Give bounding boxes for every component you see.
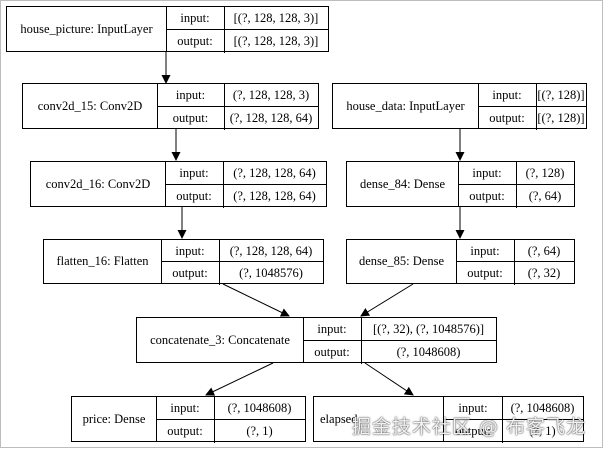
row-divider	[478, 106, 586, 107]
row-divider	[166, 29, 328, 30]
node-house-data[interactable]: house_data: InputLayer input: output: [(…	[332, 83, 587, 130]
row-divider	[161, 261, 323, 262]
node-name: dense_84: Dense	[347, 162, 459, 206]
row-divider	[444, 419, 583, 420]
output-shape: (?, 1)	[529, 424, 556, 438]
output-shape: (?, 64)	[528, 189, 562, 203]
node-price[interactable]: price: Dense input: output: (?, 1048608)…	[71, 396, 306, 443]
input-shape: (?, 64)	[527, 243, 561, 258]
input-shape: (?, 128)	[525, 166, 565, 180]
input-label: input:	[157, 84, 225, 107]
node-flatten-16[interactable]: flatten_16: Flatten input: output: (?, 1…	[43, 239, 324, 285]
edge-flatten-16-to-concatenate-3	[222, 283, 290, 317]
input-shape: (?, 128, 128, 3)	[232, 88, 310, 102]
edge-concatenate-3-to-price	[205, 362, 274, 396]
row-divider	[458, 184, 574, 185]
output-label: output:	[303, 341, 362, 364]
node-name: house_data: InputLayer	[333, 84, 479, 128]
input-shape: [(?, 128)]	[537, 88, 585, 102]
node-elapsed[interactable]: elapsed input: output: (?, 1048608) (?, …	[313, 396, 584, 443]
row-divider	[157, 106, 318, 107]
output-label: output:	[456, 262, 515, 285]
row-divider	[456, 261, 574, 262]
node-name: flatten_16: Flatten	[44, 240, 162, 283]
input-shape: (?, 1048608)	[510, 401, 575, 415]
node-name: dense_85: Dense	[347, 240, 457, 283]
output-shape: (?, 1048608)	[396, 345, 461, 359]
node-name: concatenate_3: Concatenate	[137, 318, 304, 362]
node-conv2d-16[interactable]: conv2d_16: Conv2D input: output: (?, 128…	[30, 161, 327, 208]
output-label: output:	[458, 185, 517, 208]
output-shape: (?, 128, 128, 64)	[229, 111, 313, 125]
output-shape: [(?, 128, 128, 3)]	[233, 34, 319, 48]
input-label: input:	[303, 318, 362, 341]
output-label: output:	[444, 420, 503, 443]
output-shape: (?, 128, 128, 64)	[233, 189, 316, 203]
input-shape: (?, 1048608)	[227, 401, 292, 415]
row-divider	[156, 419, 305, 420]
watermark: 掘金技术社区 @ 布客飞龙	[351, 416, 586, 438]
input-label: input:	[165, 162, 224, 185]
output-label: output:	[156, 420, 215, 443]
input-label: input:	[458, 162, 517, 185]
output-label: output:	[157, 107, 225, 130]
input-shape: (?, 128, 128, 64)	[229, 243, 313, 258]
input-shape: (?, 128, 128, 64)	[233, 166, 316, 180]
input-shape: [(?, 32), (?, 1048576)]	[372, 322, 485, 336]
output-label: output:	[161, 262, 220, 285]
output-shape: (?, 32)	[527, 266, 561, 280]
node-concatenate-3[interactable]: concatenate_3: Concatenate input: output…	[136, 317, 497, 364]
node-conv2d-15[interactable]: conv2d_15: Conv2D input: output: (?, 128…	[22, 83, 319, 130]
row-divider	[165, 184, 326, 185]
node-name: price: Dense	[72, 397, 157, 441]
output-label: output:	[478, 107, 537, 130]
edge-concatenate-3-to-elapsed	[364, 362, 414, 396]
input-label: input:	[166, 7, 225, 30]
output-shape: (?, 1)	[246, 424, 273, 438]
node-name: elapsed	[314, 397, 444, 441]
node-dense-84[interactable]: dense_84: Dense input: output: (?, 128) …	[346, 161, 575, 208]
input-label: input:	[456, 240, 515, 262]
input-label: input:	[161, 240, 220, 262]
row-divider	[303, 340, 496, 341]
node-house-picture[interactable]: house_picture: InputLayer input: output:…	[6, 6, 329, 53]
node-name: conv2d_15: Conv2D	[23, 84, 158, 128]
output-shape: [(?, 128)]	[537, 111, 585, 125]
output-shape: (?, 1048576)	[239, 266, 303, 280]
node-name: conv2d_16: Conv2D	[31, 162, 166, 206]
output-label: output:	[165, 185, 224, 208]
input-label: input:	[478, 84, 537, 107]
input-label: input:	[444, 397, 503, 420]
output-label: output:	[166, 30, 225, 53]
edge-dense-85-to-concatenate-3	[360, 283, 414, 317]
input-shape: [(?, 128, 128, 3)]	[233, 11, 319, 25]
input-label: input:	[156, 397, 215, 420]
node-name: house_picture: InputLayer	[7, 7, 167, 51]
node-dense-85[interactable]: dense_85: Dense input: output: (?, 64) (…	[346, 239, 575, 285]
